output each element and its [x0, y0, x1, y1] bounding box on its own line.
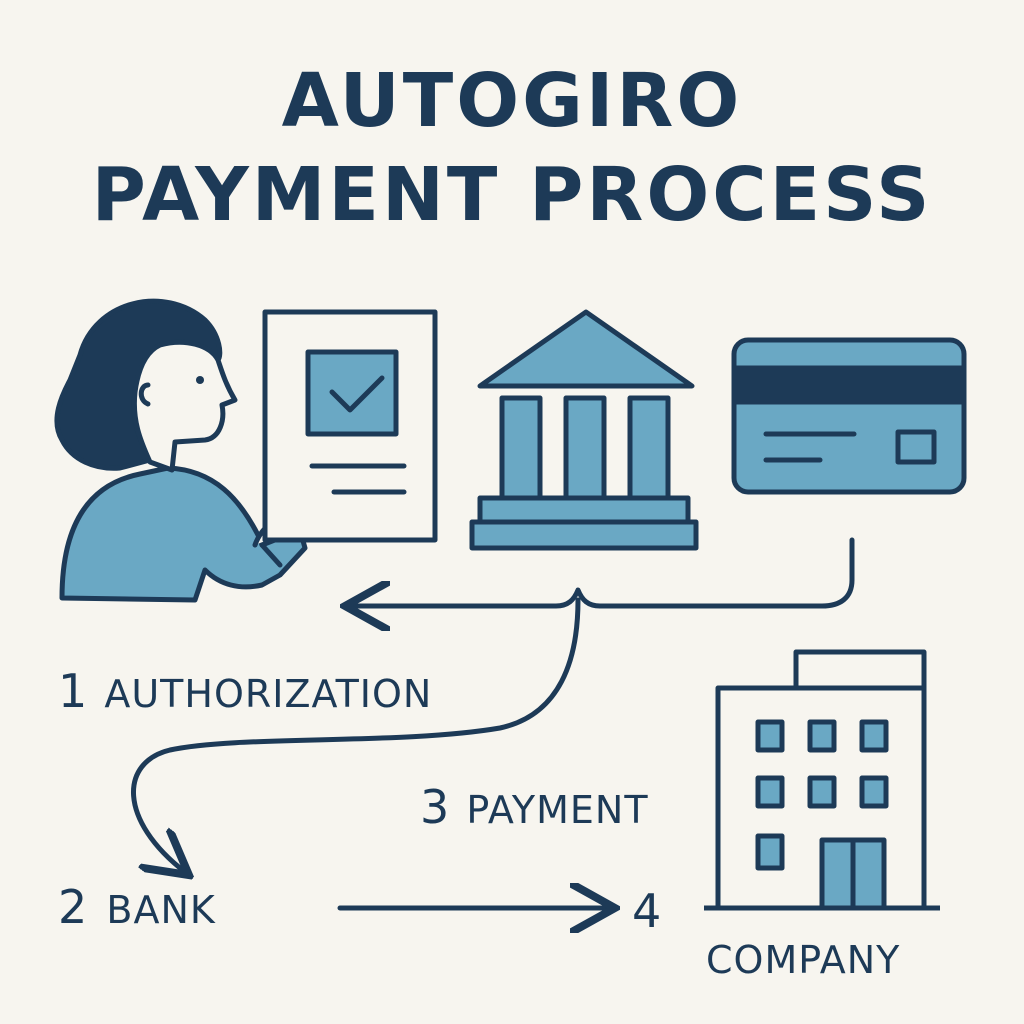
- title-line-1: AUTOGIRO: [281, 58, 743, 144]
- person-icon: [54, 298, 308, 603]
- step-3-label: PAYMENT: [466, 788, 649, 832]
- document-check-icon: [262, 309, 438, 543]
- step-4-number: 4: [632, 884, 662, 938]
- step-2: 2 BANK: [58, 880, 216, 934]
- title-line-2: PAYMENT PROCESS: [91, 152, 933, 238]
- card-icon: [731, 337, 967, 495]
- step-1-label: AUTHORIZATION: [104, 672, 433, 716]
- arrow-to-bank: [131, 597, 581, 872]
- bank-icon: [469, 309, 699, 551]
- flow-arrows: [131, 537, 855, 908]
- step-3-number: 3: [420, 780, 450, 834]
- office-building-icon: [704, 649, 940, 911]
- step-3: 3 PAYMENT: [420, 780, 649, 834]
- arrow-to-authorization: [350, 537, 855, 606]
- step-1: 1 AUTHORIZATION: [58, 664, 432, 718]
- step-2-number: 2: [58, 880, 88, 934]
- step-1-number: 1: [58, 664, 88, 718]
- company-label: COMPANY: [706, 938, 901, 982]
- step-4: 4: [632, 884, 661, 938]
- step-2-label: BANK: [106, 888, 216, 932]
